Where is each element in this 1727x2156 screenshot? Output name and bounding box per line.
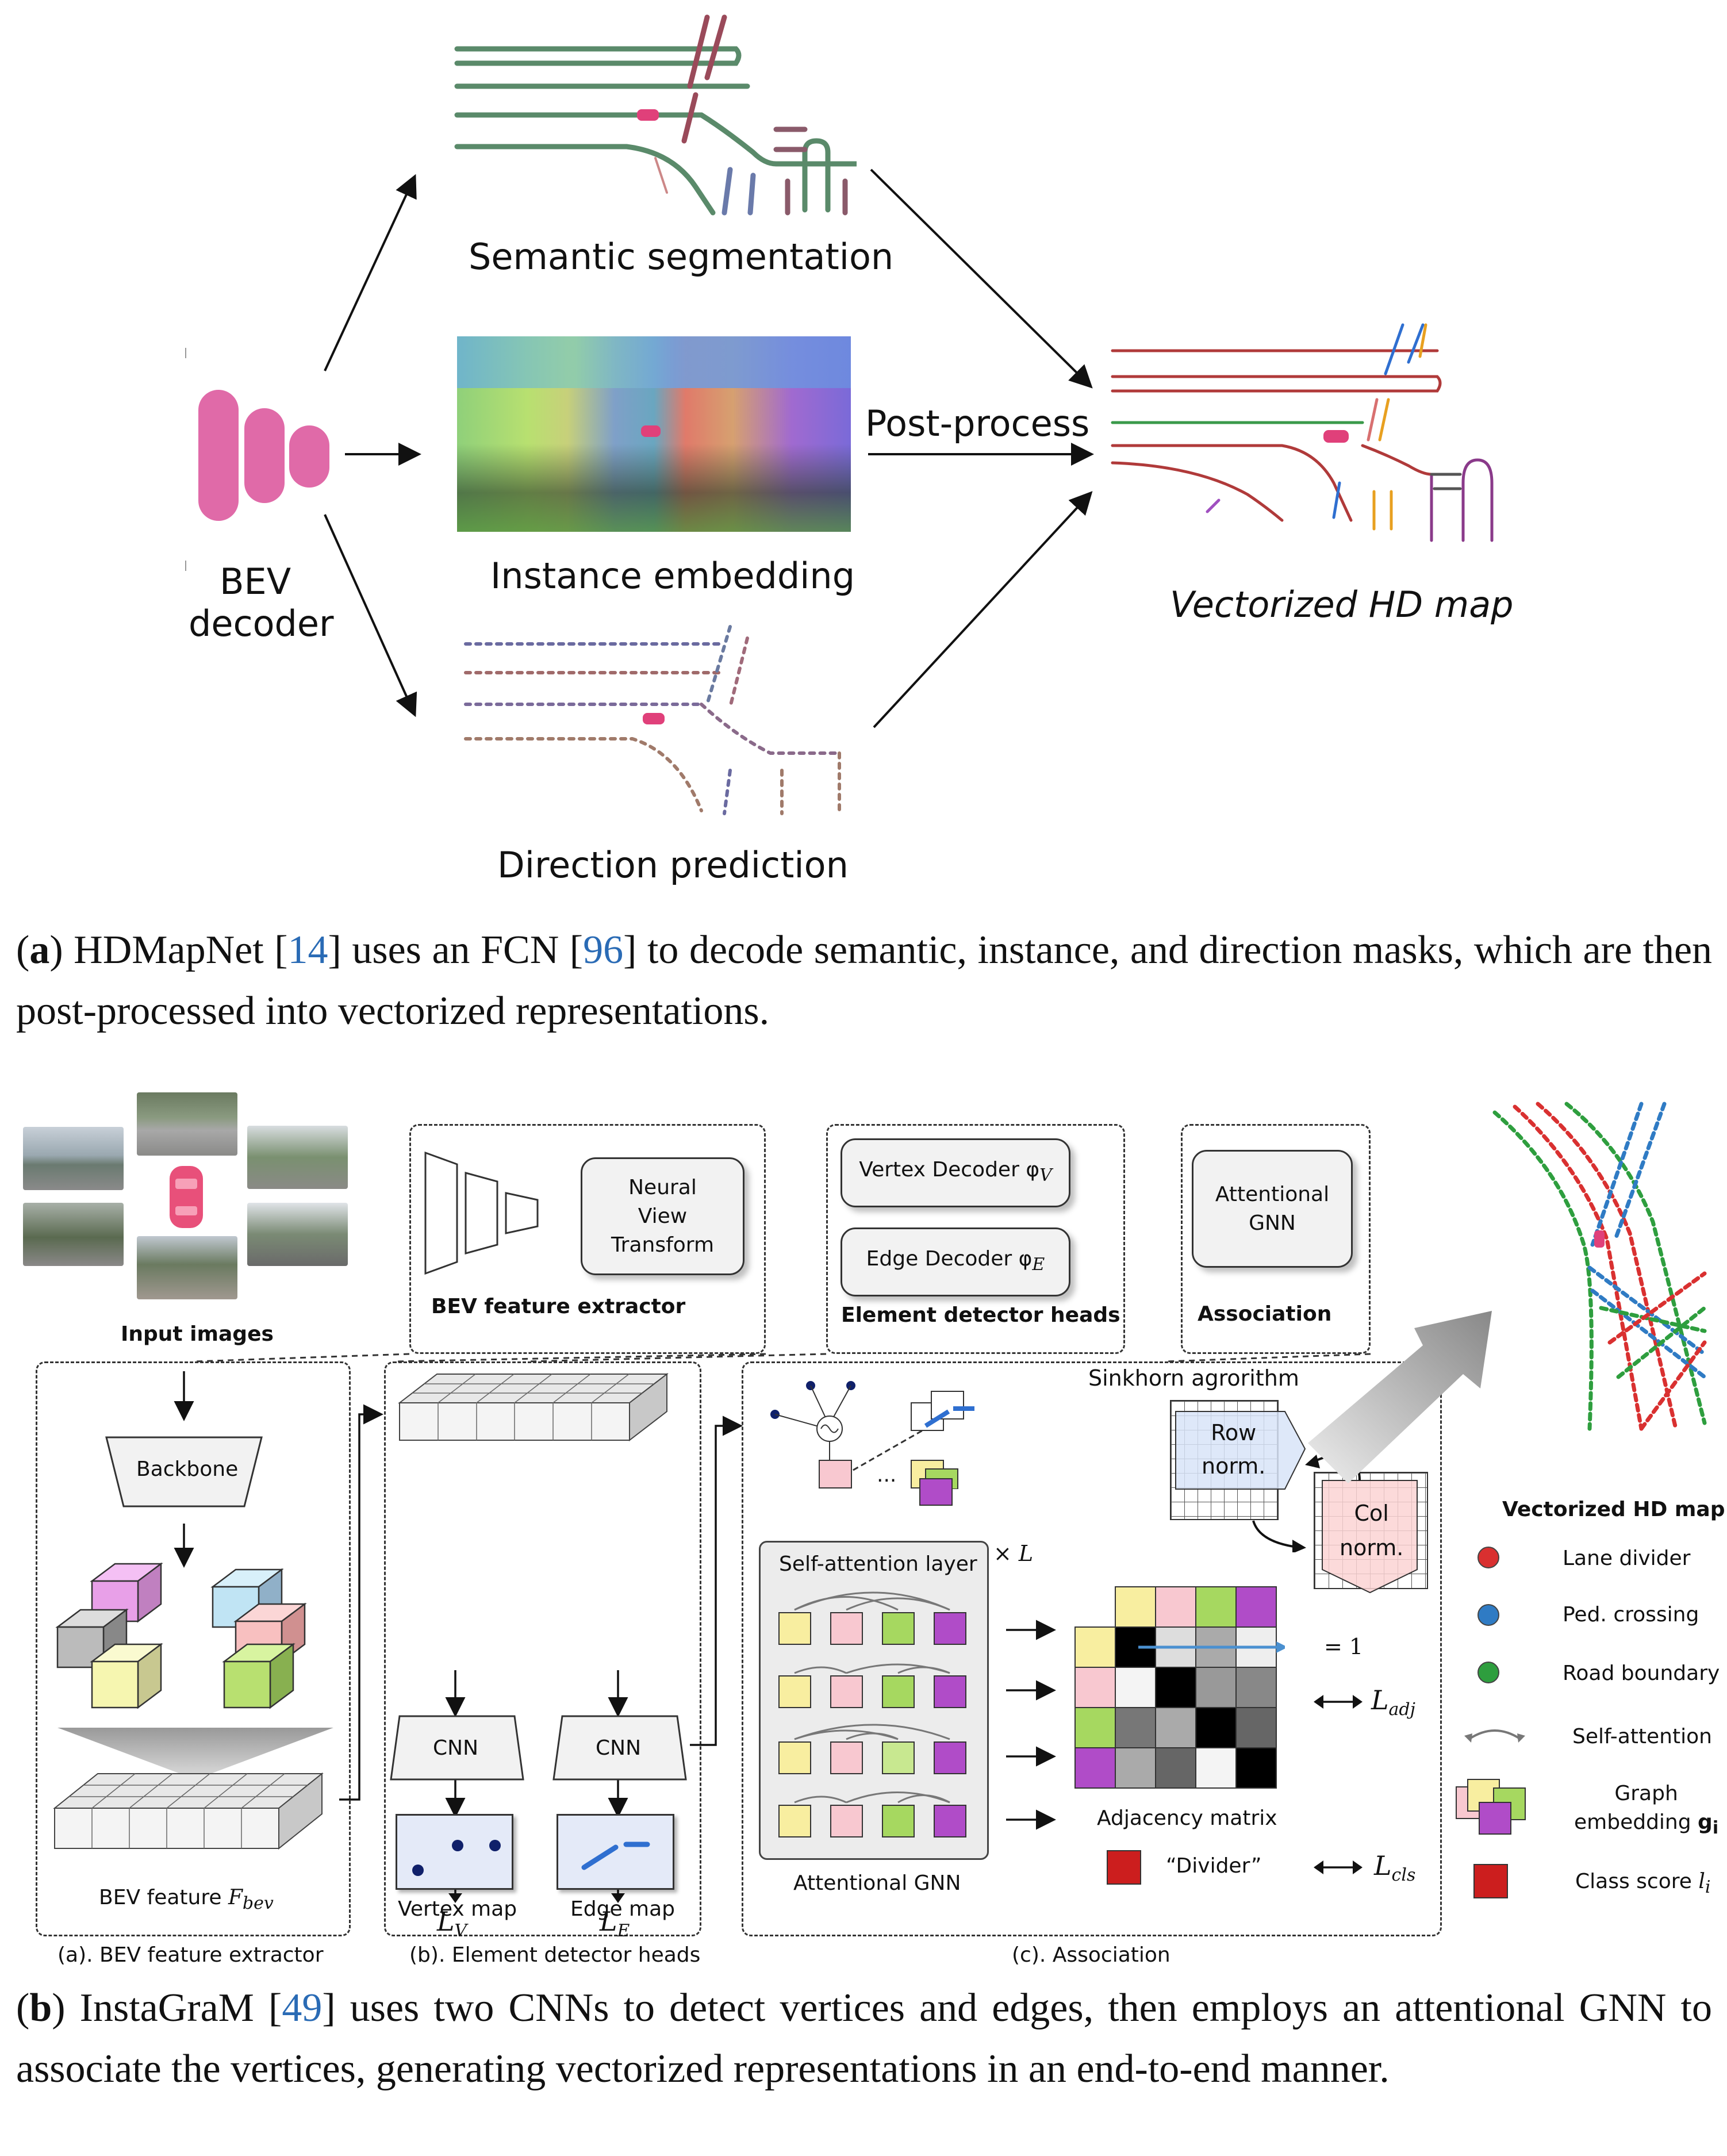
legend-road-boundary: Road boundary	[1563, 1662, 1720, 1685]
self-attention-layer-label: Self-attention layer	[779, 1552, 977, 1576]
backbone-shape	[105, 1436, 263, 1507]
caption-a: (a) HDMapNet [14] uses an FCN [96] to de…	[16, 928, 1713, 1033]
association-box	[1181, 1124, 1371, 1354]
encoder-trapezoids-icon	[424, 1151, 539, 1275]
direction-prediction-map	[464, 625, 841, 815]
projection-funnel	[57, 1728, 333, 1779]
bev-decoder-icon-mid	[244, 408, 285, 503]
times-l-label: × L	[993, 1541, 1034, 1566]
subcaption-b: (b). Element detector heads	[409, 1943, 701, 1967]
attentional-gnn-label: Attentional GNN	[793, 1871, 961, 1895]
self-attention-legend-icon	[1464, 1729, 1525, 1743]
citation-link[interactable]: 96	[583, 928, 624, 972]
purple-block	[919, 1478, 953, 1506]
ellipsis: ···	[877, 1469, 897, 1493]
legend-dot-lane	[1477, 1547, 1499, 1568]
legend-title: Vectorized HD map	[1502, 1498, 1725, 1521]
legend-lane-divider: Lane divider	[1563, 1547, 1691, 1570]
association-label: Association	[1198, 1302, 1332, 1326]
bev-feature-grid	[53, 1772, 324, 1850]
direction-prediction-label: Direction prediction	[497, 844, 849, 886]
col-norm-shape	[1322, 1480, 1418, 1594]
decoder-label: decoder	[189, 603, 334, 645]
bev-label: BEV	[220, 561, 291, 603]
panel-a-box	[36, 1361, 351, 1936]
figure-a: Semantic segmentation Instance embedding…	[0, 0, 1727, 897]
edge-decoder-box: Edge Decoder φE	[841, 1227, 1070, 1296]
panel-b-bev-grid	[398, 1372, 669, 1442]
graph-embedding-legend-icon	[1456, 1779, 1526, 1835]
instance-embedding-label: Instance embedding	[490, 555, 855, 597]
vectorized-hd-map-label: Vectorized HD map	[1170, 584, 1514, 626]
vertex-sinkhorn-sketch	[770, 1381, 974, 1489]
bev-feature-extractor-box	[409, 1124, 766, 1354]
cnn-shape-edge	[552, 1715, 687, 1781]
citation-link[interactable]: 14	[287, 928, 328, 972]
class-score-legend-icon	[1473, 1864, 1508, 1898]
divider-label: “Divider”	[1166, 1854, 1262, 1878]
legend-self-attention: Self-attention	[1572, 1725, 1712, 1748]
bev-decoder-icon-small	[289, 425, 329, 488]
post-process-label: Post-process	[865, 402, 1090, 444]
input-image-front-left	[23, 1127, 124, 1190]
edge-map-label: Edge map	[570, 1897, 676, 1921]
caption-b: (b) InstaGraM [49] uses two CNNs to dete…	[16, 1986, 1713, 2091]
legend-class-score: Class score li	[1575, 1870, 1711, 1898]
legend-dot-road	[1477, 1662, 1499, 1683]
self-attention-grid	[778, 1591, 966, 1837]
figure-a-arrows	[324, 168, 1094, 728]
input-images-label: Input images	[121, 1322, 274, 1346]
input-image-back-right	[247, 1203, 348, 1266]
output-arrow	[1308, 1311, 1492, 1483]
panel-b-box	[384, 1361, 701, 1936]
input-image-front-right	[247, 1126, 348, 1189]
loss-edge: LE	[600, 1906, 630, 1942]
bev-feature-extractor-label: BEV feature extractor	[431, 1295, 686, 1318]
element-detector-heads-label: Element detector heads	[841, 1303, 1120, 1327]
vectorized-hd-map-a	[1111, 323, 1494, 542]
panel-c-box	[742, 1361, 1442, 1936]
ego-car-icon	[170, 1166, 203, 1228]
element-detector-heads-box	[826, 1124, 1125, 1354]
loss-vertex: LV	[437, 1906, 467, 1942]
vertex-decoder-box: Vertex Decoder φV	[841, 1138, 1070, 1207]
cnn-vertex-label: CNN	[433, 1736, 478, 1760]
subcaption-c: (c). Association	[1012, 1943, 1170, 1967]
zoom-connectors	[195, 1353, 1371, 1363]
edge-map	[557, 1814, 674, 1890]
backbone-label: Backbone	[136, 1457, 239, 1481]
adjacency-matrix-label: Adjacency matrix	[1097, 1806, 1277, 1830]
bev-feature-label: BEV feature Fbev	[99, 1886, 274, 1914]
vertex-map-label: Vertex map	[398, 1897, 517, 1921]
loss-cls: Lcls	[1374, 1850, 1416, 1886]
subcaption-a: (a). BEV feature extractor	[57, 1943, 324, 1967]
semantic-segmentation-label: Semantic segmentation	[469, 236, 894, 278]
sinkhorn-label: Sinkhorn agrorithm	[1088, 1365, 1299, 1391]
vertex-map	[396, 1814, 513, 1890]
divider-class-square	[1107, 1850, 1141, 1885]
cnn-shape-vertex	[390, 1715, 524, 1781]
legend-ped-crossing: Ped. crossing	[1563, 1603, 1699, 1626]
row-norm-shape	[1175, 1411, 1306, 1490]
semantic-segmentation-map	[454, 14, 857, 216]
feature-cubes-icon	[55, 1562, 307, 1709]
input-image-back-left	[23, 1203, 124, 1266]
loss-adj: Ladj	[1371, 1685, 1415, 1720]
input-image-back	[137, 1236, 237, 1299]
input-image-front	[137, 1092, 237, 1156]
vectorized-hd-map-b	[1492, 1102, 1707, 1431]
adjacency-matrix	[1074, 1586, 1285, 1789]
cnn-edge-label: CNN	[596, 1736, 641, 1760]
equals-one-label: = 1	[1324, 1634, 1364, 1659]
bev-decoder-icon	[198, 390, 239, 521]
citation-link[interactable]: 49	[282, 1986, 323, 2030]
legend-dot-ped	[1477, 1604, 1499, 1626]
instance-embedding-map	[457, 336, 851, 532]
